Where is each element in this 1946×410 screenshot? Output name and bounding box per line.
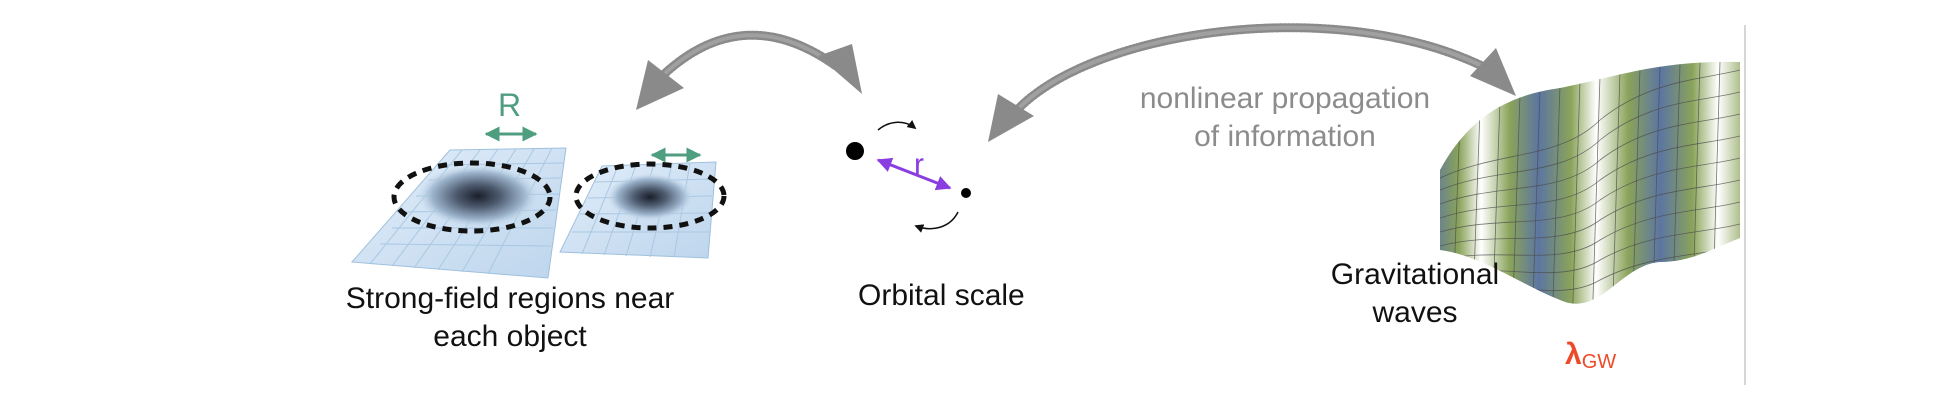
gravitational-waves-label-line-2: waves [1372,296,1458,329]
orbital-scale-label: Orbital scale [858,279,1025,312]
spacetime-sheet-left [350,147,567,279]
strong-field-label: Strong-field regions near each object [320,280,700,356]
lambda-symbol: λ [1565,338,1582,371]
separation-r-arrow [876,157,952,191]
R-label: R [498,87,522,123]
lambda-subscript: GW [1581,351,1617,373]
scale-coupling-arrow-left [636,30,862,110]
gravitational-waves-label: Gravitational waves [1310,256,1520,332]
compact-object-1 [846,142,864,160]
nonlinear-propagation-arrow [988,23,1516,142]
compact-object-2 [961,188,971,198]
spacetime-sheet-right [559,161,727,259]
orbit-arrow-top [877,119,917,131]
propagation-label: nonlinear propagation of information [1120,80,1450,156]
binary-system [846,119,971,233]
gravitational-waves-label-line-1: Gravitational [1330,258,1500,291]
r-label: r [914,148,924,181]
orbit-arrow-bottom [914,211,959,233]
strong-field-label-line-2: each object [433,320,587,353]
strong-field-label-line-1: Strong-field regions near [345,282,675,315]
propagation-label-line-2: of information [1194,120,1376,153]
propagation-label-line-1: nonlinear propagation [1139,82,1431,115]
lambda-gw-label: λGW [1565,336,1616,381]
